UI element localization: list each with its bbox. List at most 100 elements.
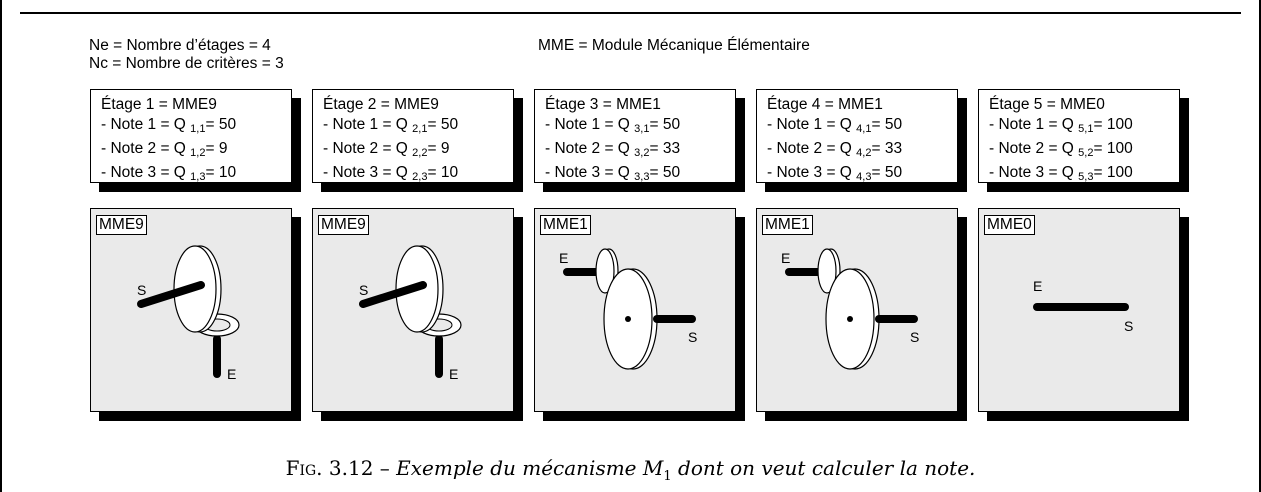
- note-prefix: - Note: [989, 116, 1036, 133]
- note-index: 3,2: [634, 147, 650, 159]
- output-label: S: [359, 282, 368, 298]
- note-index: 2,1: [412, 123, 428, 135]
- note-index: 4,1: [856, 123, 872, 135]
- note-line: - Note 2 = Q 5,2= 100: [989, 139, 1179, 163]
- output-label: S: [688, 329, 697, 345]
- mechanism-drawing: ES: [1033, 278, 1133, 334]
- note-prefix: - Note: [545, 164, 592, 181]
- caption-symbol-sub: 1: [663, 469, 672, 484]
- note-number: 1: [591, 116, 601, 133]
- note-number: 3: [369, 164, 379, 181]
- note-equals-q: = Q: [156, 116, 191, 133]
- stage-title: Étage 1 = MME9: [101, 96, 217, 113]
- note-number: 3: [813, 164, 823, 181]
- caption-text-before: Exemple du mécanisme: [396, 456, 643, 480]
- note-equals: =: [427, 116, 441, 133]
- note-index: 1,2: [190, 147, 206, 159]
- module-tag: MME9: [318, 215, 369, 235]
- note-value: 9: [440, 140, 450, 157]
- note-equals-q: = Q: [378, 140, 413, 157]
- small-gear-face: [595, 248, 615, 294]
- note-equals: =: [1093, 164, 1107, 181]
- note-line: - Note 3 = Q 5,3= 100: [989, 163, 1179, 187]
- note-number: 2: [1035, 140, 1045, 157]
- note-equals: =: [871, 140, 885, 157]
- note-equals-q: = Q: [1044, 140, 1079, 157]
- stage-title: Étage 2 = MME9: [323, 96, 439, 113]
- note-value: 33: [662, 140, 681, 157]
- note-prefix: - Note: [989, 164, 1036, 181]
- note-line: - Note 2 = Q 3,2= 33: [545, 139, 735, 163]
- stage-box: Étage 5 = MME0- Note 1 = Q 5,1= 100- Not…: [978, 89, 1180, 183]
- output-label: S: [1124, 318, 1133, 334]
- nc-definition: Nc = Nombre de critères = 3: [89, 55, 284, 72]
- note-index: 3,1: [634, 123, 650, 135]
- note-index: 4,3: [856, 171, 872, 183]
- note-prefix: - Note: [989, 140, 1036, 157]
- small-gear-face: [817, 248, 837, 294]
- note-number: 1: [813, 116, 823, 133]
- note-value: 10: [218, 164, 237, 181]
- note-number: 2: [813, 140, 823, 157]
- note-value: 50: [662, 164, 681, 181]
- input-label: E: [227, 366, 236, 382]
- note-equals: =: [205, 116, 219, 133]
- note-value: 50: [884, 116, 903, 133]
- note-prefix: - Note: [101, 164, 148, 181]
- note-index: 2,3: [412, 171, 428, 183]
- note-equals: =: [871, 116, 885, 133]
- note-equals: =: [1093, 116, 1107, 133]
- note-prefix: - Note: [101, 116, 148, 133]
- note-prefix: - Note: [323, 164, 370, 181]
- output-shaft: [137, 281, 205, 308]
- note-number: 2: [147, 140, 157, 157]
- note-value: 100: [1106, 164, 1133, 181]
- note-value: 50: [662, 116, 681, 133]
- note-equals-q: = Q: [378, 116, 413, 133]
- note-equals: =: [205, 164, 219, 181]
- mme-definition: MME = Module Mécanique Élémentaire: [538, 37, 810, 54]
- note-value: 10: [440, 164, 459, 181]
- input-label: E: [449, 366, 458, 382]
- input-label: E: [781, 250, 790, 266]
- mechanism-drawing: ES: [359, 245, 462, 382]
- note-equals: =: [1093, 140, 1107, 157]
- note-prefix: - Note: [545, 140, 592, 157]
- note-line: - Note 3 = Q 1,3= 10: [101, 163, 291, 187]
- note-line: - Note 1 = Q 2,1= 50: [323, 115, 513, 139]
- mechanism-drawing: ES: [559, 248, 697, 370]
- note-prefix: - Note: [323, 116, 370, 133]
- note-value: 100: [1106, 116, 1133, 133]
- note-equals-q: = Q: [600, 140, 635, 157]
- top-rule: [20, 12, 1241, 14]
- note-prefix: - Note: [101, 140, 148, 157]
- note-index: 3,3: [634, 171, 650, 183]
- note-number: 2: [591, 140, 601, 157]
- note-line: - Note 3 = Q 4,3= 50: [767, 163, 957, 187]
- note-index: 4,2: [856, 147, 872, 159]
- stage-title: Étage 5 = MME0: [989, 96, 1105, 113]
- input-label: E: [1033, 278, 1042, 294]
- note-equals-q: = Q: [1044, 164, 1079, 181]
- note-line: - Note 1 = Q 1,1= 50: [101, 115, 291, 139]
- note-line: - Note 3 = Q 2,3= 10: [323, 163, 513, 187]
- note-value: 50: [440, 116, 459, 133]
- note-equals: =: [427, 164, 441, 181]
- note-value: 50: [218, 116, 237, 133]
- note-value: 9: [218, 140, 228, 157]
- note-index: 5,1: [1078, 123, 1094, 135]
- stage-box: Étage 4 = MME1- Note 1 = Q 4,1= 50- Note…: [756, 89, 958, 183]
- stage-title: Étage 4 = MME1: [767, 96, 883, 113]
- note-equals-q: = Q: [822, 164, 857, 181]
- note-line: - Note 3 = Q 3,3= 50: [545, 163, 735, 187]
- module-tag: MME1: [762, 215, 813, 235]
- note-line: - Note 1 = Q 4,1= 50: [767, 115, 957, 139]
- note-number: 2: [369, 140, 379, 157]
- note-equals: =: [649, 116, 663, 133]
- module-tag: MME0: [984, 215, 1035, 235]
- figure-caption: Fig. 3.12 – Exemple du mécanisme M1 dont…: [0, 456, 1261, 484]
